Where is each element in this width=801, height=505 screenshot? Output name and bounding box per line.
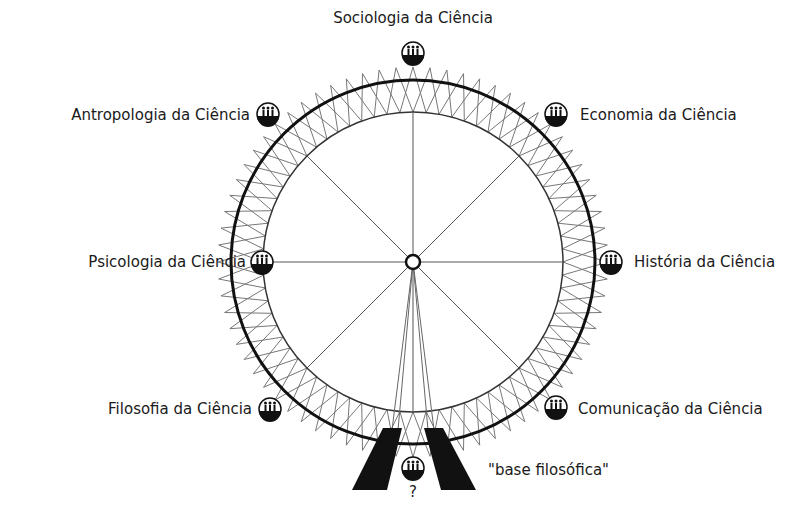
person xyxy=(417,464,419,471)
spoke xyxy=(307,262,413,368)
truss xyxy=(219,68,608,457)
gondola-base xyxy=(251,264,273,275)
person xyxy=(560,403,562,410)
wheel-label: ? xyxy=(409,483,417,501)
person xyxy=(550,400,553,403)
person xyxy=(265,255,268,258)
person xyxy=(610,258,612,265)
person xyxy=(262,107,265,110)
person xyxy=(408,464,410,471)
wheel-label: Economia da Ciência xyxy=(580,106,737,124)
person xyxy=(605,255,608,258)
gondola-base xyxy=(545,409,567,420)
person xyxy=(555,400,558,403)
wheel-label: Comunicação da Ciência xyxy=(578,400,763,418)
wheel-label: Filosofia da Ciência xyxy=(108,400,252,418)
person xyxy=(266,258,268,265)
person xyxy=(261,255,264,258)
person xyxy=(412,464,414,471)
person xyxy=(263,110,265,117)
person xyxy=(555,107,558,110)
spoke xyxy=(413,112,414,262)
person xyxy=(274,405,276,412)
person xyxy=(615,258,617,265)
person xyxy=(551,110,553,117)
person xyxy=(256,255,259,258)
person xyxy=(264,402,267,405)
person xyxy=(559,107,562,110)
person xyxy=(555,403,557,410)
gondola-base xyxy=(259,411,281,422)
person xyxy=(412,49,414,56)
person xyxy=(412,461,415,464)
spoke xyxy=(413,262,519,368)
gondola-base xyxy=(402,55,424,66)
person xyxy=(257,258,259,265)
person xyxy=(416,461,419,464)
person xyxy=(271,107,274,110)
spoke xyxy=(263,262,413,263)
wheel-label: Antropologia da Ciência xyxy=(71,106,250,124)
truss xyxy=(218,67,608,457)
gondola-base xyxy=(257,116,279,127)
person xyxy=(417,49,419,56)
person xyxy=(559,400,562,403)
person xyxy=(267,110,269,117)
person xyxy=(551,403,553,410)
person xyxy=(560,110,562,117)
wheel-label: Psicologia da Ciência xyxy=(88,253,246,271)
person xyxy=(261,258,263,265)
person xyxy=(407,461,410,464)
person xyxy=(407,46,410,49)
person xyxy=(267,107,270,110)
person xyxy=(272,110,274,117)
person xyxy=(269,402,272,405)
spoke xyxy=(413,262,563,263)
gondola-base xyxy=(545,116,567,127)
person xyxy=(416,46,419,49)
person xyxy=(550,107,553,110)
gondola-base xyxy=(402,470,424,481)
person xyxy=(555,110,557,117)
person xyxy=(273,402,276,405)
wheel-label: História da Ciência xyxy=(634,253,775,271)
spoke xyxy=(413,262,414,412)
person xyxy=(265,405,267,412)
person xyxy=(606,258,608,265)
spoke xyxy=(307,156,413,262)
person xyxy=(610,255,613,258)
person xyxy=(614,255,617,258)
person xyxy=(269,405,271,412)
person xyxy=(408,49,410,56)
wheel-label: Sociologia da Ciência xyxy=(333,9,493,27)
spoke xyxy=(413,156,519,262)
person xyxy=(412,46,415,49)
gondola-base xyxy=(600,264,622,275)
wheel-label: "base filosófica" xyxy=(488,461,609,479)
